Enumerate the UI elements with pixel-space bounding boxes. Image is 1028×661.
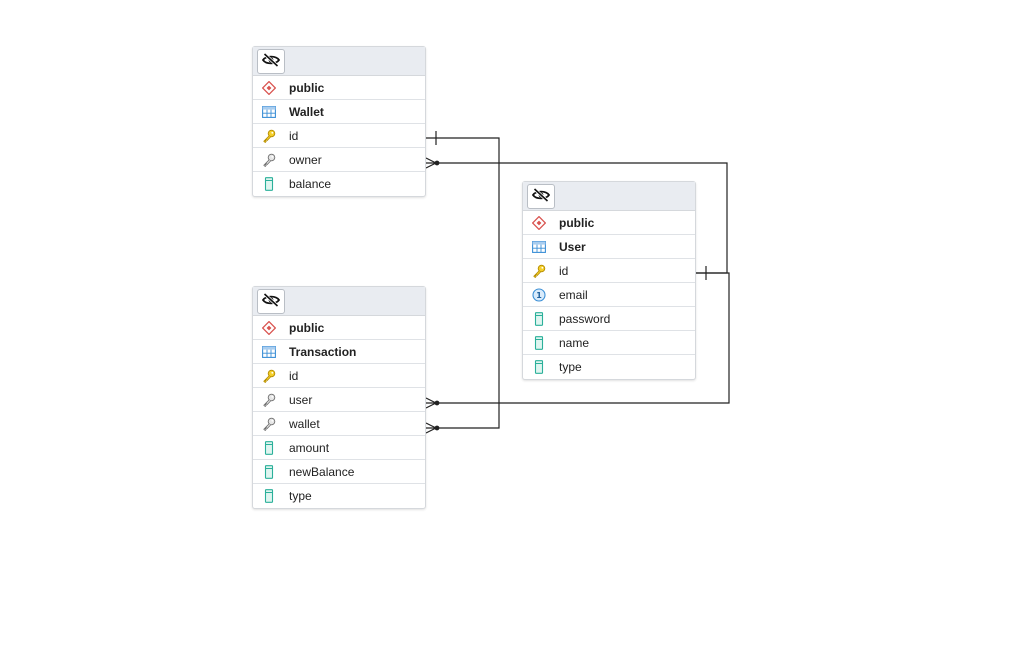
schema-label: public [559,215,595,230]
column-row[interactable]: name [523,331,695,355]
column-row[interactable]: user [253,388,425,412]
column-name: user [289,392,313,407]
primary-key-icon [261,128,277,144]
column-name: id [289,368,299,383]
column-name: balance [289,177,332,191]
column-icon [531,311,547,327]
table-name: Transaction [289,344,357,359]
link-transaction-wallet-to-wallet-id [425,131,500,434]
column-icon [261,440,277,456]
table-name-row: User [523,235,695,259]
foreign-key-icon [261,392,277,408]
column-icon [261,488,277,504]
column-icon [531,359,547,375]
column-name: id [289,128,299,143]
column-row[interactable]: amount [253,436,425,460]
table-name-row: Wallet [253,100,425,124]
primary-key-icon [261,368,277,384]
column-name: name [559,335,590,350]
table-header [253,287,425,316]
hide-table-button[interactable] [257,289,285,314]
primary-key-icon [531,263,547,279]
table-node-user[interactable]: public User id 1 email password name typ… [522,181,696,380]
column-icon [531,335,547,351]
column-row[interactable]: newBalance [253,460,425,484]
column-row[interactable]: owner [253,148,425,172]
schema-label: public [289,320,325,335]
column-icon [261,176,277,192]
eye-slash-icon [261,52,281,70]
column-name: email [559,287,588,302]
schema-row: public [523,211,695,235]
eye-slash-icon [531,187,551,205]
column-name: type [559,360,582,374]
column-name: newBalance [289,464,355,479]
column-row[interactable]: wallet [253,412,425,436]
column-row[interactable]: type [523,355,695,379]
schema-row: public [253,316,425,340]
column-icon [261,464,277,480]
column-row[interactable]: password [523,307,695,331]
column-name: id [559,263,569,278]
column-row[interactable]: id [523,259,695,283]
schema-icon [261,320,277,336]
table-header [253,47,425,76]
unique-key-icon: 1 [531,287,547,303]
schema-icon [261,80,277,96]
schema-icon [531,215,547,231]
column-name: amount [289,440,330,455]
column-row[interactable]: id [253,124,425,148]
column-name: wallet [289,416,320,431]
schema-label: public [289,80,325,95]
column-row[interactable]: type [253,484,425,508]
column-name: owner [289,152,322,167]
schema-row: public [253,76,425,100]
table-node-wallet[interactable]: public Wallet id owner balance [252,46,426,197]
foreign-key-icon [261,416,277,432]
column-row[interactable]: 1 email [523,283,695,307]
eye-slash-icon [261,292,281,310]
table-name-row: Transaction [253,340,425,364]
hide-table-button[interactable] [527,184,555,209]
column-row[interactable]: id [253,364,425,388]
table-header [523,182,695,211]
table-icon [531,239,547,255]
table-name: Wallet [289,104,324,119]
column-name: type [289,489,312,503]
hide-table-button[interactable] [257,49,285,74]
table-name: User [559,239,586,254]
column-row[interactable]: balance [253,172,425,196]
table-node-transaction[interactable]: public Transaction id user wallet amount… [252,286,426,509]
svg-text:1: 1 [536,291,542,300]
table-icon [261,344,277,360]
table-icon [261,104,277,120]
column-name: password [559,311,611,326]
foreign-key-icon [261,152,277,168]
